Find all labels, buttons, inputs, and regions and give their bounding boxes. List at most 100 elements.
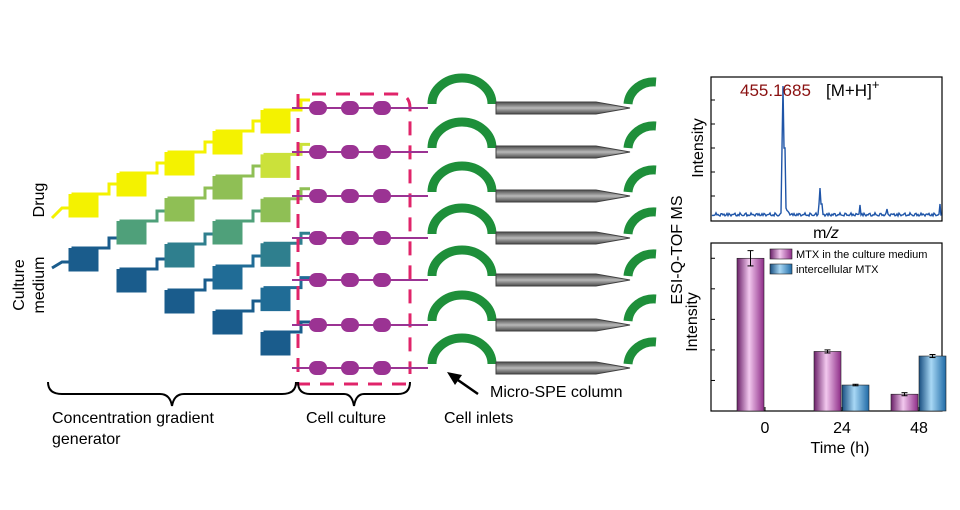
serpentine-channel: [260, 241, 292, 267]
bar-x-tick-label: 48: [910, 420, 928, 437]
culture-chamber: [341, 361, 359, 375]
cell-inlet-arc: [427, 203, 497, 235]
serpentine-channel: [260, 197, 292, 223]
cell-inlet-arc: [427, 117, 497, 149]
culture-chamber: [309, 189, 327, 203]
culture-chamber: [373, 101, 391, 115]
cgg-label-line1: Concentration gradient: [52, 410, 214, 427]
cell-culture-brace: [297, 381, 411, 407]
spectrum-y-label: Intensity: [690, 118, 707, 178]
culture-chamber: [373, 318, 391, 332]
gradient-connector: [292, 187, 310, 201]
gradient-connector: [148, 257, 166, 271]
bar-y-label: Intensity: [684, 292, 701, 352]
spectrum-trace: [711, 85, 942, 218]
inlet-channels: [50, 206, 70, 270]
culture-chamber: [341, 231, 359, 245]
cell-inlet-arrow: [454, 376, 479, 396]
cell-inlet-arc: [427, 245, 497, 277]
culture-chamber: [373, 361, 391, 375]
gradient-connector: [196, 140, 214, 154]
cgg-brace: [47, 381, 297, 407]
cell-inlet-arc: [427, 333, 497, 365]
serpentine-channel: [260, 108, 292, 134]
cell-inlet-arc: [427, 161, 497, 193]
serpentine-channel: [116, 267, 148, 293]
serpentine-channel: [260, 286, 292, 312]
concentration-gradient-generator: [68, 98, 310, 356]
xlabel-slash: /: [825, 225, 832, 242]
cell-culture-label: Cell culture: [306, 410, 386, 427]
outlet-arc: [623, 121, 657, 149]
micro-spe-columns: [427, 73, 657, 375]
bar-intercellular: [841, 384, 870, 412]
micro-spe-label: Micro-SPE column: [490, 384, 622, 401]
cell-inlet-arc: [427, 73, 497, 105]
gradient-connector: [100, 182, 118, 196]
serpentine-channel: [212, 174, 244, 200]
culture-medium-label-line2: medium: [31, 257, 48, 314]
serpentine-channel: [68, 246, 100, 272]
culture-chamber: [309, 145, 327, 159]
gradient-connector: [196, 278, 214, 292]
culture-frame-dashed: [312, 92, 412, 374]
drug-inlet-label: Drug: [31, 183, 48, 218]
bar-intercellular: [918, 355, 947, 412]
ion-base: [M+H]: [826, 81, 872, 100]
xlabel-z: z: [830, 225, 839, 242]
serpentine-channel: [212, 129, 244, 155]
gradient-connector: [196, 232, 214, 246]
culture-chamber: [309, 318, 327, 332]
serpentine-channel: [164, 150, 196, 176]
micro-spe-column: [495, 273, 631, 287]
culture-chamber: [373, 189, 391, 203]
serpentine-channel: [164, 242, 196, 268]
gradient-connector: [292, 98, 310, 112]
outlet-arc: [623, 249, 657, 277]
culture-chamber: [373, 145, 391, 159]
gradient-connector: [292, 320, 310, 334]
gradient-connector: [244, 254, 262, 268]
cgg-label-line2: generator: [52, 431, 121, 448]
gradient-connector: [244, 299, 262, 313]
legend-swatch: [769, 248, 793, 260]
serpentine-channel: [164, 196, 196, 222]
gradient-connector: [196, 186, 214, 200]
outlet-arc: [623, 77, 657, 105]
outlet-arc: [623, 337, 657, 365]
serpentine-channel: [164, 288, 196, 314]
serpentine-channel: [212, 309, 244, 335]
culture-chamber: [341, 189, 359, 203]
bar-x-tick-label: 0: [761, 420, 770, 437]
serpentine-channel: [116, 171, 148, 197]
outlet-arc: [623, 207, 657, 235]
gradient-connector: [244, 119, 262, 133]
culture-chamber: [341, 318, 359, 332]
drug-inlet-channel: [50, 206, 70, 220]
legend-swatch: [769, 263, 793, 275]
bar-x-label: Time (h): [811, 440, 870, 457]
culture-chamber: [373, 273, 391, 287]
bar-x-tick-labels: 0 24 48: [761, 407, 928, 437]
medium-inlet-channel: [51, 260, 70, 270]
micro-spe-column: [495, 101, 631, 115]
cell-culture-region: [292, 92, 428, 386]
xlabel-m: m: [813, 225, 826, 242]
gradient-connector: [148, 209, 166, 223]
spectrum-y-ticks: [711, 99, 715, 197]
ion-charge: +: [872, 77, 880, 92]
micro-spe-column: [495, 231, 631, 245]
micro-spe-column: [495, 189, 631, 203]
gradient-connector: [244, 164, 262, 178]
spectrum-frame: [710, 76, 943, 222]
micro-spe-column: [495, 361, 631, 375]
spectrum-x-label: m/z: [813, 225, 839, 242]
cell-inlet-arc: [427, 290, 497, 322]
micro-spe-column: [495, 318, 631, 332]
bar-x-tick-label: 24: [833, 420, 851, 437]
outlet-arc: [623, 165, 657, 193]
bar-y-ticks: [711, 257, 715, 381]
gradient-connector: [244, 209, 262, 223]
